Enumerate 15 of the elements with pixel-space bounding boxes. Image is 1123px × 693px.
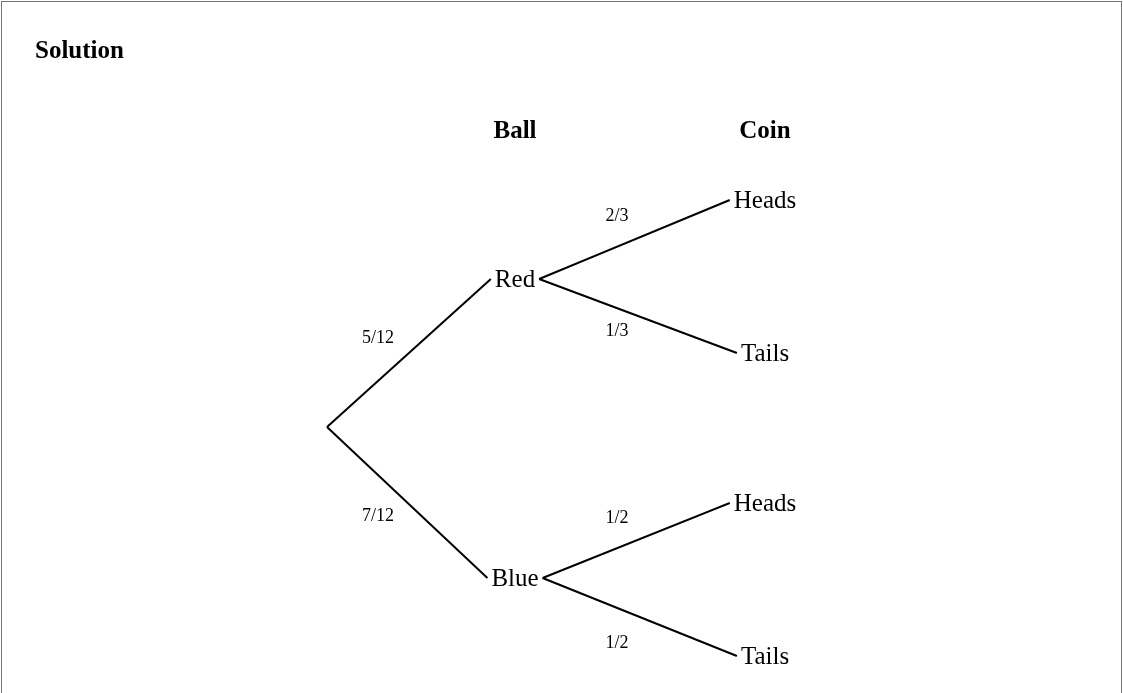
- outcome-label: Heads: [729, 184, 801, 216]
- branch-line: [538, 199, 731, 280]
- outcome-label: Tails: [736, 337, 794, 369]
- outcome-label: Tails: [736, 640, 794, 672]
- branch-line: [541, 502, 731, 579]
- heading: Solution: [35, 36, 124, 64]
- branch-line: [538, 278, 738, 354]
- column-heading: Coin: [739, 116, 791, 144]
- outcome-label: Red: [490, 263, 540, 295]
- branch-line: [326, 426, 489, 579]
- column-heading: Ball: [493, 116, 537, 144]
- outcome-label: Heads: [729, 487, 801, 519]
- branch-line: [541, 577, 738, 657]
- branch-line: [326, 278, 492, 428]
- outcome-label: Blue: [487, 562, 543, 594]
